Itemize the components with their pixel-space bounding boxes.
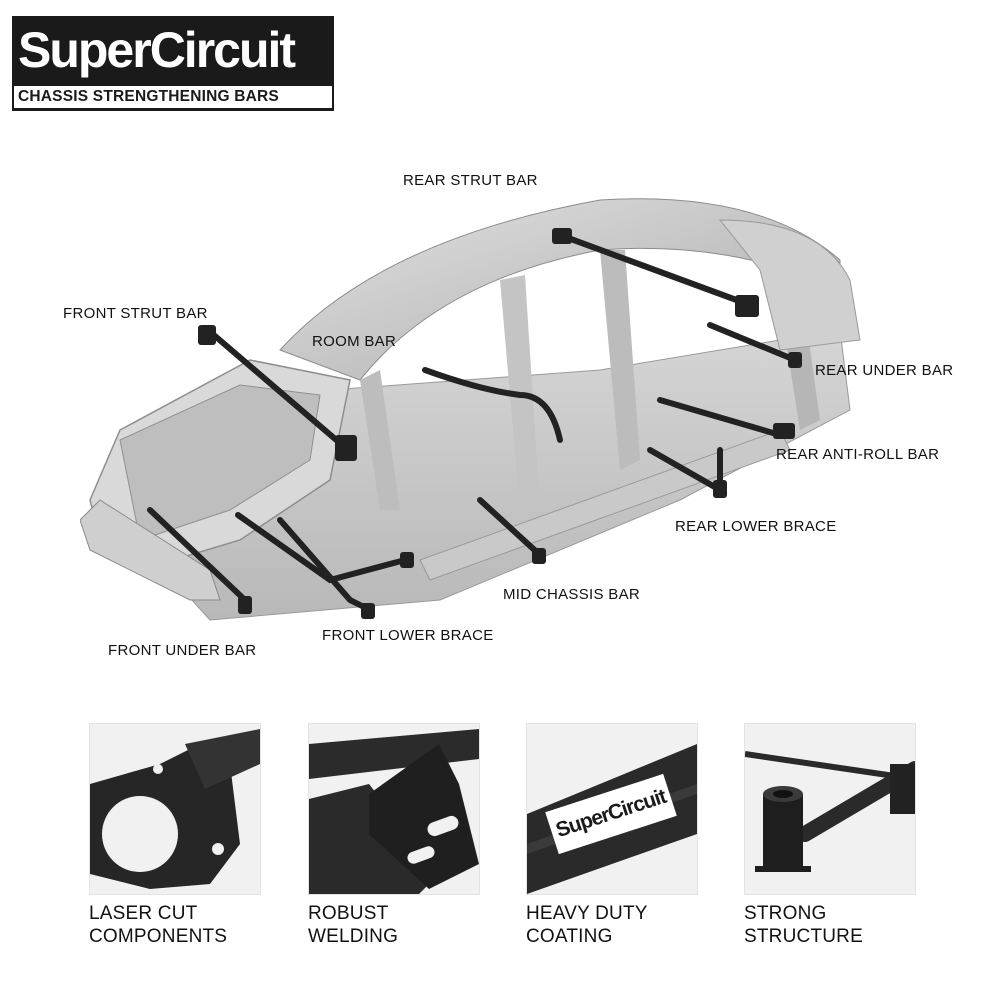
brand-logo: SuperCircuit CHASSIS STRENGTHENING BARS [12, 16, 334, 111]
feature-caption-coating: HEAVY DUTY COATING [526, 902, 648, 948]
laser-cut-bracket-icon [89, 723, 261, 895]
label-rear-strut-bar: REAR STRUT BAR [403, 172, 538, 189]
feature-line-2: STRUCTURE [744, 926, 863, 947]
brand-name: SuperCircuit [18, 22, 296, 78]
feature-line-2: COATING [526, 926, 613, 947]
brand-tagline: CHASSIS STRENGTHENING BARS [14, 86, 332, 108]
feature-caption-structure: STRONG STRUCTURE [744, 902, 863, 948]
feature-caption-welding: ROBUST WELDING [308, 902, 398, 948]
feature-line-2: WELDING [308, 926, 399, 947]
label-front-under-bar: FRONT UNDER BAR [108, 642, 257, 659]
feature-line-2: COMPONENTS [89, 926, 228, 947]
feature-line-1: ROBUST [308, 903, 389, 924]
label-rear-anti-roll-bar: REAR ANTI-ROLL BAR [776, 446, 940, 463]
label-rear-lower-brace: REAR LOWER BRACE [675, 518, 837, 535]
coated-bar-icon: SuperCircuit [526, 723, 698, 895]
strut-structure-icon [744, 723, 916, 895]
feature-line-1: HEAVY DUTY [526, 903, 648, 924]
feature-line-1: STRONG [744, 903, 827, 924]
welded-joint-icon [308, 723, 480, 895]
label-rear-under-bar: REAR UNDER BAR [815, 362, 954, 379]
label-mid-chassis-bar: MID CHASSIS BAR [503, 586, 641, 603]
label-front-strut-bar: FRONT STRUT BAR [63, 305, 208, 322]
chassis-illustration [80, 198, 861, 621]
label-room-bar: ROOM BAR [312, 333, 397, 350]
feature-caption-laser-cut: LASER CUT COMPONENTS [89, 902, 227, 948]
label-front-lower-brace: FRONT LOWER BRACE [322, 627, 494, 644]
feature-line-1: LASER CUT [89, 903, 198, 924]
